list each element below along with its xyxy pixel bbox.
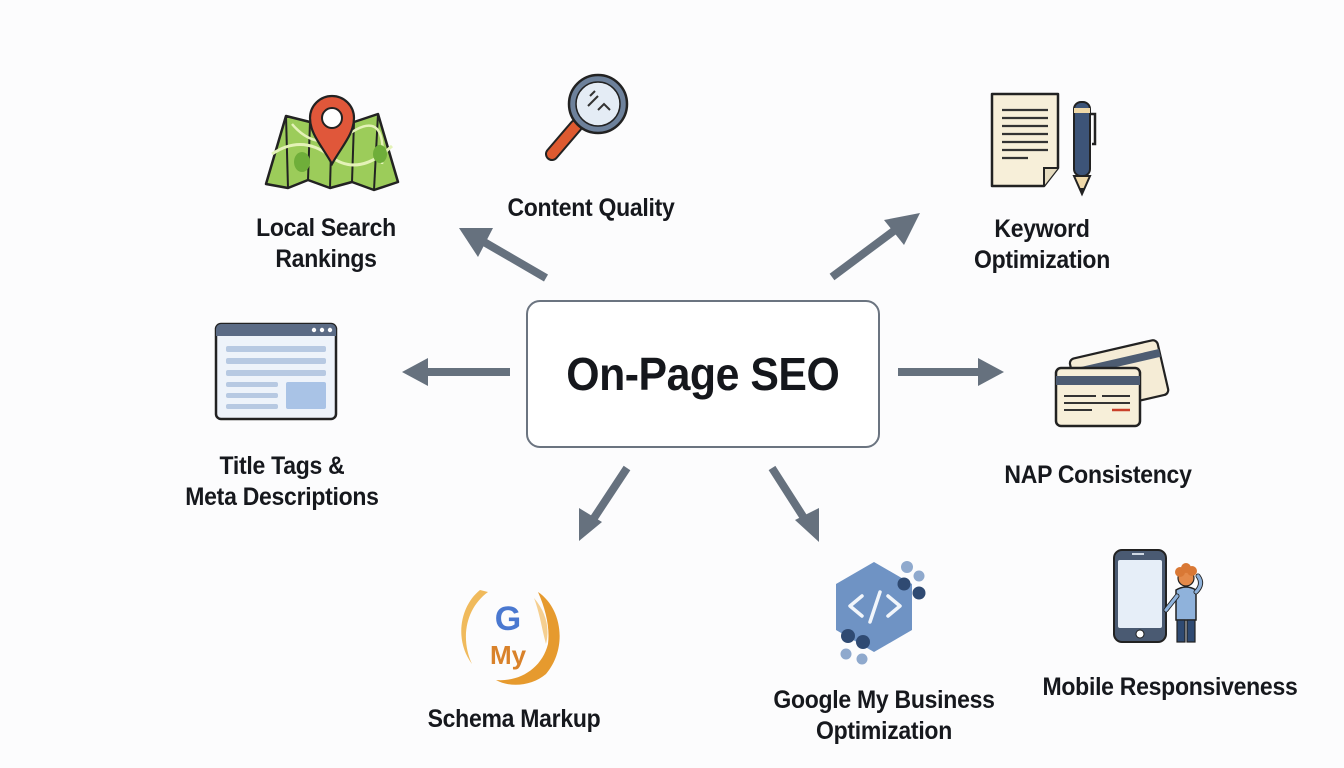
label-line: Rankings: [275, 245, 377, 273]
arrow-left: [402, 358, 510, 386]
arrow-down-right: [768, 465, 819, 542]
label-line: Mobile Responsiveness: [1042, 673, 1298, 701]
label-line: Optimization: [974, 246, 1110, 274]
document-pen-icon: [990, 92, 1097, 197]
node-label-keyword-optimization: Keyword Optimization: [950, 214, 1134, 276]
label-line: NAP Consistency: [1004, 461, 1192, 489]
node-label-content-quality: Content Quality: [499, 193, 683, 224]
browser-window-icon: [214, 322, 338, 421]
logo-text-my: My: [490, 640, 527, 670]
label-line: Content Quality: [507, 194, 675, 222]
business-cards-icon: [1054, 339, 1170, 428]
node-label-title-tags: Title Tags & Meta Descriptions: [181, 451, 383, 513]
label-line: Google My Business: [773, 686, 995, 714]
node-label-schema-markup: Schema Markup: [413, 704, 615, 735]
arrow-up-right: [829, 213, 920, 281]
label-line: Schema Markup: [427, 705, 601, 733]
map-pin-icon: [264, 94, 400, 192]
center-node-box: On-Page SEO: [526, 300, 880, 448]
node-label-mobile-responsiveness: Mobile Responsiveness: [1041, 672, 1299, 703]
label-line: Optimization: [816, 717, 952, 745]
arrow-down-left: [579, 465, 631, 541]
label-line: Local Search: [256, 214, 396, 242]
label-line: Title Tags &: [219, 452, 345, 480]
label-line: Meta Descriptions: [185, 483, 379, 511]
smartphone-person-icon: [1113, 549, 1204, 643]
node-label-nap-consistency: NAP Consistency: [997, 460, 1199, 491]
magnifying-glass-icon: [545, 73, 629, 161]
label-line: Keyword: [994, 215, 1090, 243]
logo-letter-g: G: [495, 600, 521, 638]
arrow-right: [898, 358, 1004, 386]
node-label-gmb-optimization: Google My Business Optimization: [764, 685, 1003, 747]
arrow-up-left: [459, 228, 549, 282]
code-hexagon-icon: [836, 561, 926, 665]
google-my-logo-icon: G My: [461, 590, 560, 685]
center-node-title: On-Page SEO: [566, 348, 840, 400]
node-label-local-search: Local Search Rankings: [234, 213, 418, 275]
